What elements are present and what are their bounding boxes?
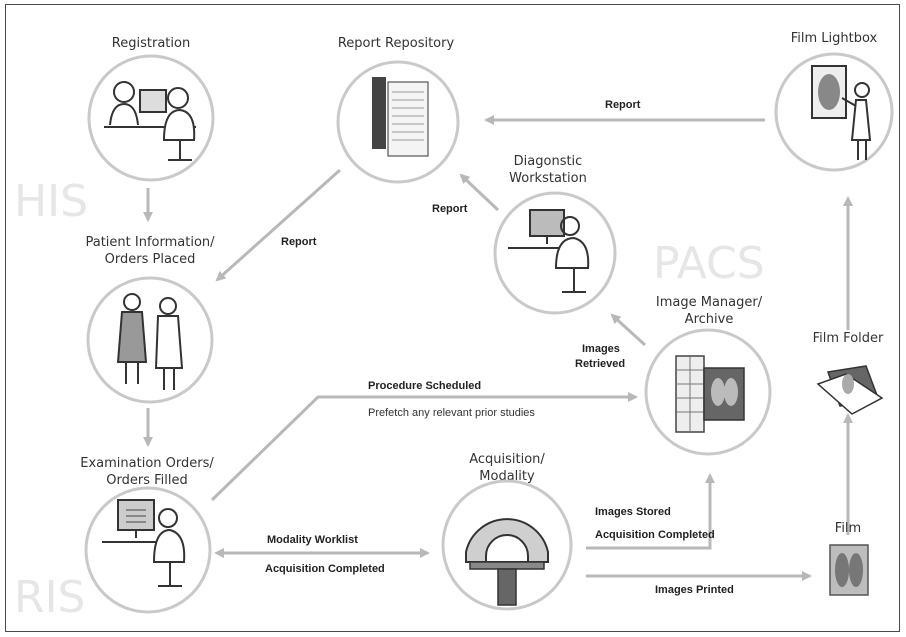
report-label-left: Report [281,236,317,248]
arrow-workstation-to-repository [459,173,500,212]
acquisition-label-2: Modality [479,469,535,484]
his-zone-label: HIS [14,176,88,227]
ct-scanner-icon [465,518,549,606]
prefetch-label: Prefetch any relevant prior studies [368,407,535,419]
film-lightbox-node [774,52,894,172]
xray-film-icon [829,544,869,596]
film-lightbox-label: Film Lightbox [791,31,878,46]
diagnostic-workstation-label-2: Workstation [509,171,587,186]
registration-label: Registration [112,36,190,51]
film-folder-label: Film Folder [813,331,884,346]
arrow-archive-to-workstation [610,313,647,347]
images-retrieved-label-2: Retrieved [575,358,625,370]
acquisition-label-1: Acquisition/ [469,452,545,467]
image-manager-node [644,328,772,456]
patient-information-circle [86,276,214,404]
procedure-scheduled-label: Procedure Scheduled [368,380,481,392]
image-archive-icon [675,355,745,433]
examination-orders-label-2: Orders Filled [106,473,187,488]
images-stored-label: Images Stored [595,506,671,518]
acquisition-completed-left-label: Acquisition Completed [265,563,385,575]
images-printed-label: Images Printed [655,584,734,596]
document-server-icon [372,77,429,157]
arrow-repository-to-patient [215,168,341,282]
patient-information-label-2: Orders Placed [105,252,196,267]
arrow-exam-to-archive [210,392,638,502]
lightbox-viewer-icon [811,65,872,160]
diagnostic-workstation-label-1: Diagonstic [514,154,583,169]
pacs-zone-label: PACS [653,238,765,289]
image-manager-label-2: Archive [685,312,734,327]
film-node [829,544,869,596]
acquisition-completed-right-label: Acquisition Completed [595,529,715,541]
patient-information-label-1: Patient Information/ [85,235,215,250]
images-retrieved-label-1: Images [582,343,620,355]
registration-circle [87,54,215,182]
registration-node [87,54,215,182]
film-folder-icon [816,365,884,415]
acquisition-node [441,479,573,611]
examination-orders-node [84,486,212,614]
report-label-top: Report [605,99,641,111]
ris-zone-label: RIS [14,572,85,623]
diagnostic-workstation-node [493,191,617,315]
registration-desk-icon [104,81,196,161]
report-label-workstation: Report [432,203,468,215]
workstation-user-icon [508,209,590,293]
film-label: Film [835,521,861,536]
flow-arrows [143,115,853,581]
modality-worklist-label: Modality Worklist [267,534,358,546]
computer-desk-icon [102,499,186,587]
patient-information-node [86,276,214,404]
examination-orders-label-1: Examination Orders/ [80,456,214,471]
report-repository-label: Report Repository [338,36,455,51]
arrow-acquisition-to-archive [586,473,715,550]
report-repository-node [336,60,460,184]
film-folder-node [816,365,884,415]
diagnostic-workstation-circle [493,191,617,315]
doctor-patient-icon [116,293,184,390]
image-manager-label-1: Image Manager/ [656,295,763,310]
